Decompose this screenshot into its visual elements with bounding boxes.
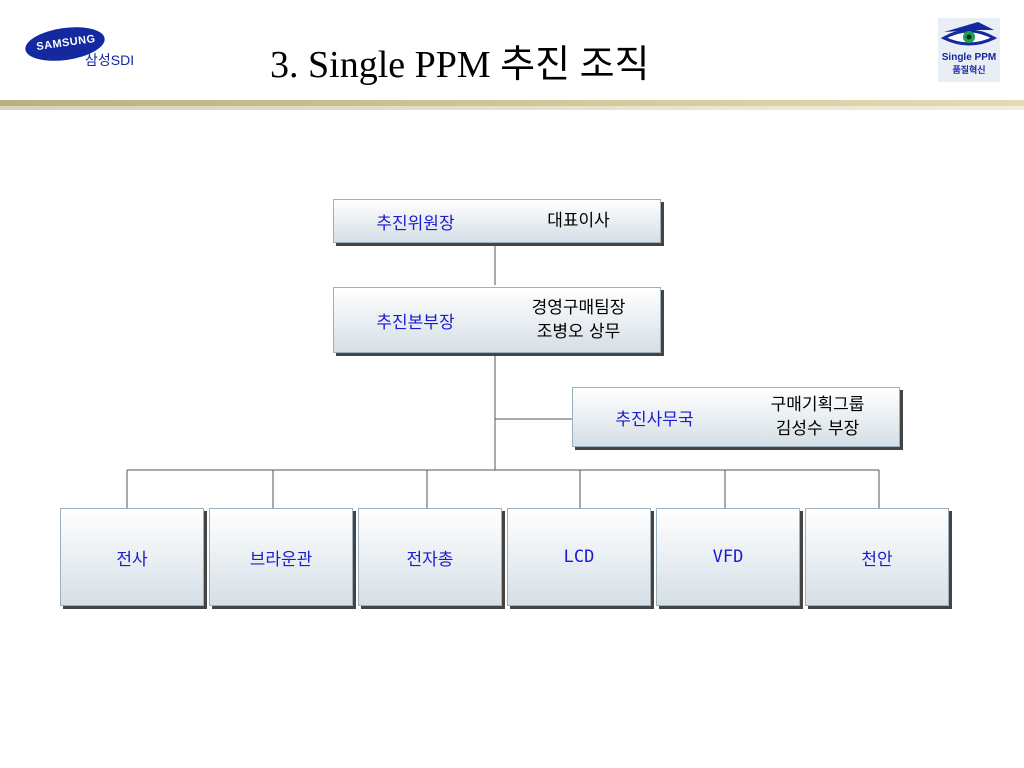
- unit-label: 전자총: [406, 549, 454, 570]
- org-unit: LCD: [507, 508, 651, 606]
- org-unit: 전자총: [358, 508, 502, 606]
- unit-label: 브라운관: [249, 549, 313, 570]
- page-title: 3. Single PPM 추진 조직: [270, 44, 650, 86]
- unit-label: 전사: [116, 549, 148, 570]
- unit-label: LCD: [563, 547, 595, 567]
- samsung-sdi-logo: SAMSUNG 삼성SDI: [23, 22, 155, 74]
- org-unit: 천안: [805, 508, 949, 606]
- person-line: 구매기획그룹: [770, 395, 865, 415]
- logo-line2: 품질혁신: [952, 64, 985, 76]
- person-line: 경영구매팀장: [531, 298, 626, 318]
- org-node-headquarters: 추진본부장 경영구매팀장 조병오 상무: [333, 287, 661, 353]
- logo-line1: Single PPM: [942, 52, 996, 63]
- org-unit: 브라운관: [209, 508, 353, 606]
- org-unit: 전사: [60, 508, 204, 606]
- person-label: 경영구매팀장 조병오 상무: [497, 288, 660, 352]
- org-unit: VFD: [656, 508, 800, 606]
- person-label: 구매기획그룹 김성수 부장: [736, 388, 899, 446]
- header-rule-shade: [0, 106, 1024, 110]
- person-line: 대표이사: [547, 211, 610, 231]
- org-node-office: 추진사무국 구매기획그룹 김성수 부장: [572, 387, 900, 447]
- eye-icon: Single PPM 품질혁신: [938, 18, 1000, 82]
- single-ppm-logo: Single PPM 품질혁신: [938, 18, 1000, 82]
- person-label: 대표이사: [497, 200, 660, 242]
- role-label: 추진사무국: [615, 409, 694, 430]
- role-label: 추진본부장: [376, 312, 455, 333]
- unit-label: 천안: [861, 549, 893, 570]
- role-label: 추진위원장: [376, 213, 455, 234]
- person-line: 김성수 부장: [775, 419, 860, 439]
- unit-label: VFD: [712, 547, 744, 567]
- person-line: 조병오 상무: [536, 322, 621, 342]
- header-rule: [0, 100, 1024, 106]
- company-name: 삼성SDI: [85, 52, 135, 68]
- org-node-committee: 추진위원장 대표이사: [333, 199, 661, 243]
